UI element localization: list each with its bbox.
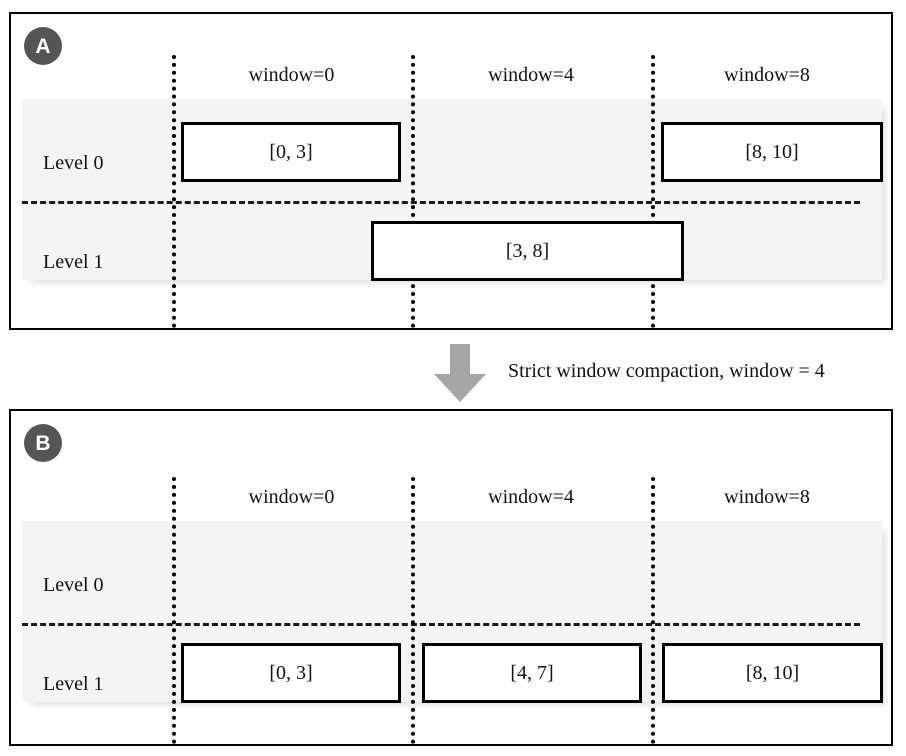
run-box: [0, 3] bbox=[181, 643, 401, 703]
panel-b-badge: B bbox=[24, 424, 62, 462]
panel-a: A window=0 window=4 window=8 Level 0 Lev… bbox=[9, 12, 893, 330]
compaction-caption: Strict window compaction, window = 4 bbox=[508, 360, 825, 382]
run-box: [4, 7] bbox=[422, 643, 642, 703]
panel-b-window-header-0: window=0 bbox=[248, 486, 335, 508]
run-box: [0, 3] bbox=[181, 122, 401, 182]
panel-a-window-header-8: window=8 bbox=[724, 64, 810, 86]
panel-b-window-header-4: window=4 bbox=[488, 486, 574, 508]
panel-a-level-label-0: Level 0 bbox=[43, 152, 104, 174]
panel-a-level-separator bbox=[22, 201, 860, 204]
panel-b-level-label-0: Level 0 bbox=[43, 574, 104, 596]
panel-b: B window=0 window=4 window=8 Level 0 Lev… bbox=[9, 409, 893, 746]
panel-a-window-boundary-4 bbox=[411, 55, 415, 328]
panel-a-window-boundary-8 bbox=[651, 55, 655, 328]
panel-b-window-boundary-0 bbox=[172, 477, 176, 744]
run-box: [8, 10] bbox=[662, 643, 883, 703]
panel-a-window-boundary-0 bbox=[172, 55, 176, 328]
panel-a-window-header-0: window=0 bbox=[248, 64, 335, 86]
run-box: [3, 8] bbox=[371, 221, 684, 281]
panel-b-level-separator bbox=[22, 623, 860, 626]
panel-b-window-boundary-8 bbox=[651, 477, 655, 744]
panel-b-window-header-8: window=8 bbox=[724, 486, 810, 508]
panel-b-level-label-1: Level 1 bbox=[43, 673, 104, 695]
panel-a-window-header-4: window=4 bbox=[488, 64, 574, 86]
panel-a-level-label-1: Level 1 bbox=[43, 251, 104, 273]
run-box: [8, 10] bbox=[661, 122, 883, 182]
arrow-down-icon bbox=[434, 344, 486, 402]
transition-group: Strict window compaction, window = 4 bbox=[0, 340, 906, 406]
panel-b-window-boundary-4 bbox=[411, 477, 415, 744]
panel-a-badge: A bbox=[24, 27, 62, 65]
